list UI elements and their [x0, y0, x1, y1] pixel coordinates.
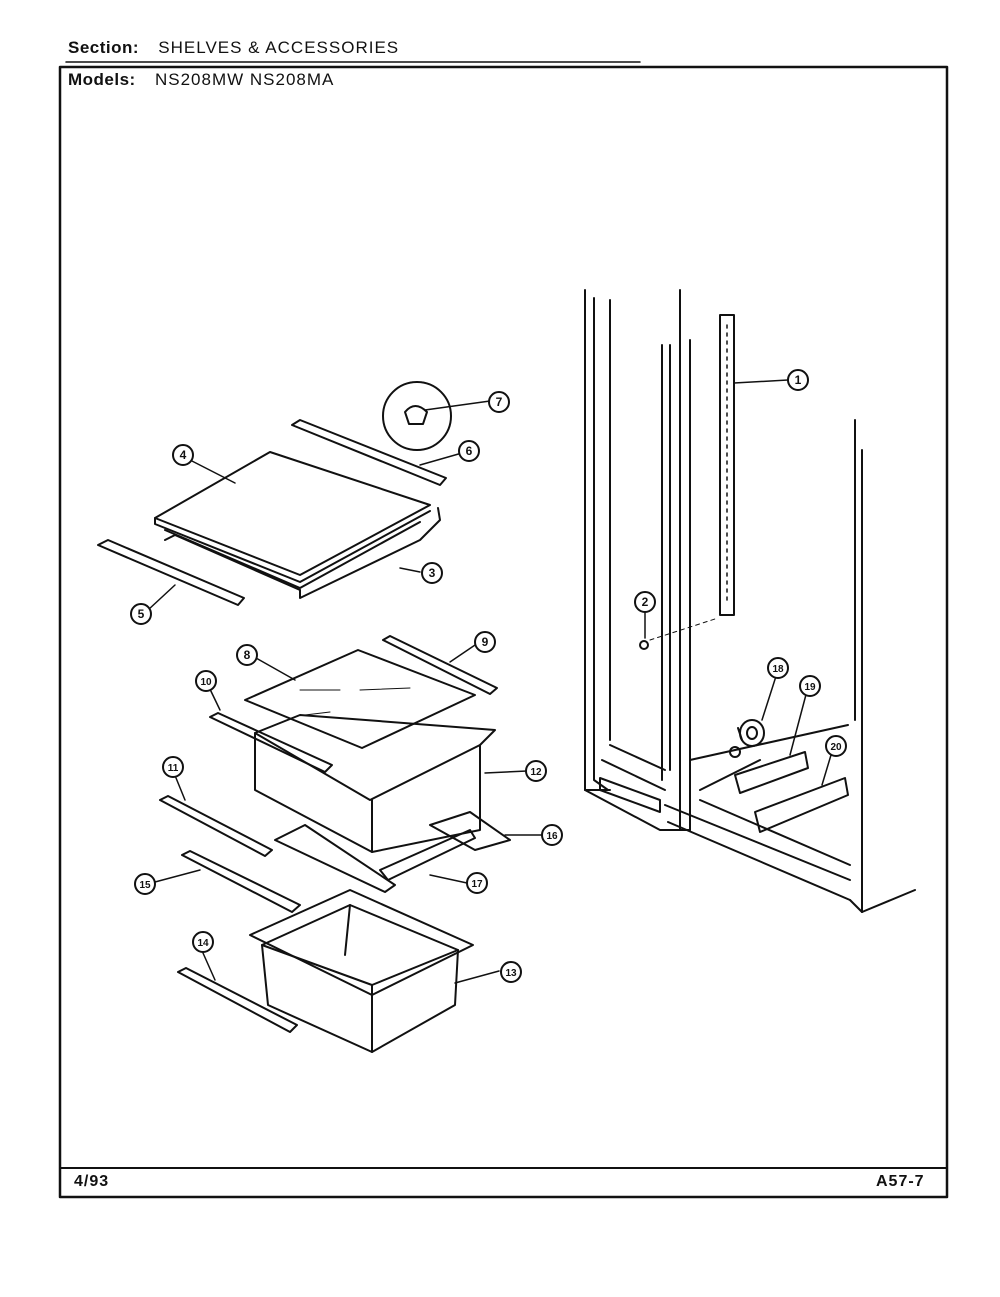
callout-label: 8: [244, 648, 251, 662]
callout-4: 4: [172, 444, 194, 466]
section-value: SHELVES & ACCESSORIES: [158, 38, 400, 57]
callout-label: 18: [772, 664, 784, 675]
part-4-glass-shelf: [154, 451, 431, 589]
callout-9: 9: [474, 631, 496, 653]
part-13-bin: [249, 889, 474, 1053]
part-15-trim: [181, 850, 301, 913]
part-10-trim: [209, 712, 333, 773]
part-17-glide: [274, 824, 396, 893]
callout-14: 14: [192, 931, 214, 953]
callout-label: 4: [180, 448, 187, 462]
part-3-shelf-frame: [164, 507, 441, 599]
diagram-border: [58, 65, 949, 1199]
cabinet-drawing: [584, 289, 916, 913]
part-1-shelf-rail: [719, 314, 735, 616]
callout-13: 13: [500, 961, 522, 983]
callout-label: 2: [642, 595, 649, 609]
part-9-trim: [382, 635, 498, 695]
callout-label: 1: [795, 373, 802, 387]
part-5-trim: [97, 539, 245, 606]
callout-19: 19: [799, 675, 821, 697]
part-8-glass-cover: [244, 649, 476, 749]
callout-label: 15: [139, 880, 151, 891]
callout-18: 18: [767, 657, 789, 679]
callout-label: 10: [200, 677, 212, 688]
callout-label: 11: [168, 763, 179, 774]
callout-11: 11: [162, 756, 184, 778]
callout-label: 16: [546, 831, 558, 842]
callout-8: 8: [236, 644, 258, 666]
callout-label: 14: [197, 938, 209, 949]
callout-label: 9: [482, 635, 489, 649]
part-2-screw: [639, 640, 649, 650]
callout-3: 3: [421, 562, 443, 584]
callout-label: 20: [830, 742, 842, 753]
callout-20: 20: [825, 735, 847, 757]
part-6-trim: [291, 419, 447, 486]
part-19-cover: [754, 777, 849, 833]
callout-6: 6: [458, 440, 480, 462]
callout-16: 16: [541, 824, 563, 846]
models-value: NS208MW NS208MA: [154, 70, 335, 89]
page-code: A57-7: [876, 1173, 925, 1190]
section-label: Section:: [68, 38, 140, 57]
part-14-trim: [177, 967, 298, 1033]
part-20-bracket: [734, 751, 809, 794]
part-16-glide: [429, 811, 511, 851]
part-7-detail-circle: [382, 381, 452, 451]
callout-label: 5: [138, 607, 145, 621]
part-18-knob: [729, 719, 765, 758]
part-11-trim: [159, 795, 273, 857]
callout-label: 7: [496, 395, 503, 409]
section-heading: Section: SHELVES & ACCESSORIES: [68, 38, 399, 58]
callout-2: 2: [634, 591, 656, 613]
models-heading: Models: NS208MW NS208MA: [68, 70, 334, 90]
callout-label: 13: [505, 968, 517, 979]
callout-1: 1: [787, 369, 809, 391]
callout-15: 15: [134, 873, 156, 895]
callout-label: 6: [466, 444, 473, 458]
part-12-pan: [254, 714, 496, 853]
callout-label: 12: [530, 767, 542, 778]
part-7-clip: [404, 405, 428, 425]
callout-10: 10: [195, 670, 217, 692]
callout-label: 19: [804, 682, 816, 693]
callout-17: 17: [466, 872, 488, 894]
models-label: Models:: [68, 70, 136, 89]
revision-date: 4/93: [74, 1173, 110, 1190]
callout-7: 7: [488, 391, 510, 413]
callout-12: 12: [525, 760, 547, 782]
callout-5: 5: [130, 603, 152, 625]
callout-label: 3: [429, 566, 436, 580]
callout-label: 17: [471, 879, 483, 890]
